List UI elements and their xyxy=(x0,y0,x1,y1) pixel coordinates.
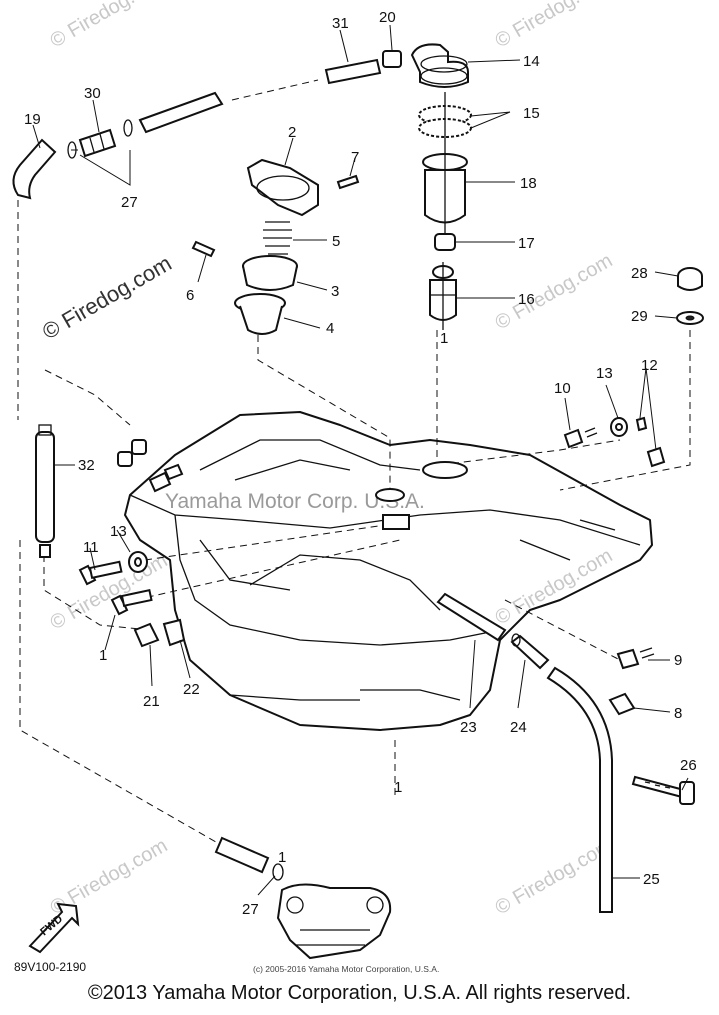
vent-hoses xyxy=(12,50,402,200)
copyright-footer: ©2013 Yamaha Motor Corporation, U.S.A. A… xyxy=(87,982,632,1004)
label-part-1-repeat: 1 xyxy=(99,647,107,664)
label-part-1-repeat: 1 xyxy=(440,330,448,347)
label-part-24: 24 xyxy=(510,719,527,736)
label-part-9: 9 xyxy=(674,652,682,669)
label-part-25: 25 xyxy=(643,871,660,888)
label-part-17: 17 xyxy=(518,235,535,252)
part-labels: 1 2 3 4 5 6 7 8 9 10 11 12 13 14 15 16 1… xyxy=(24,9,697,918)
label-part-31: 31 xyxy=(332,15,349,32)
label-part-15: 15 xyxy=(523,105,540,122)
label-part-30: 30 xyxy=(84,85,101,102)
drawing-code: 89V100-2190 xyxy=(14,960,87,974)
watermark-center: Yamaha Motor Corp. U.S.A. xyxy=(165,490,425,513)
label-part-8: 8 xyxy=(674,705,682,722)
fuel-pump-assembly xyxy=(410,43,472,330)
label-part-16: 16 xyxy=(518,291,535,308)
label-part-27: 27 xyxy=(121,194,138,211)
watermark: © Firedog.com xyxy=(492,0,617,52)
label-part-14: 14 xyxy=(523,53,540,70)
petcock-assembly: FWD xyxy=(28,836,392,960)
drain-pipe xyxy=(35,424,55,558)
watermark: © Firedog.com xyxy=(492,835,617,920)
leader-lines xyxy=(32,24,689,896)
fuel-hoses xyxy=(436,592,613,913)
label-part-22: 22 xyxy=(183,681,200,698)
filler-cap-assembly xyxy=(191,158,360,335)
fuel-tank xyxy=(124,411,653,731)
label-part-21: 21 xyxy=(143,693,160,710)
label-part-11: 11 xyxy=(83,539,99,556)
label-part-26: 26 xyxy=(680,757,697,774)
watermark: © Firedog.com xyxy=(47,550,172,635)
label-part-27-repeat: 27 xyxy=(242,901,259,918)
assembly-lines xyxy=(17,79,691,851)
label-part-13-repeat: 13 xyxy=(110,523,127,540)
label-part-6: 6 xyxy=(186,287,194,304)
watermark-bold: © Firedog.com xyxy=(38,250,176,344)
label-part-2: 2 xyxy=(288,124,296,141)
watermark: © Firedog.com xyxy=(492,250,617,335)
watermark: © Firedog.com xyxy=(47,0,172,52)
label-part-1-repeat: 1 xyxy=(278,849,286,866)
label-part-20: 20 xyxy=(379,9,396,26)
label-part-28: 28 xyxy=(631,265,648,282)
label-part-4: 4 xyxy=(326,320,334,337)
label-part-5: 5 xyxy=(332,233,340,250)
label-part-12: 12 xyxy=(641,357,658,374)
label-part-13: 13 xyxy=(596,365,613,382)
label-part-18: 18 xyxy=(520,175,537,192)
watermark: © Firedog.com xyxy=(492,545,617,630)
label-part-1: 1 xyxy=(394,779,402,796)
label-part-29: 29 xyxy=(631,308,648,325)
label-part-10: 10 xyxy=(554,380,571,397)
mount-bolts xyxy=(78,439,186,648)
label-part-23: 23 xyxy=(460,719,477,736)
label-part-19: 19 xyxy=(24,111,41,128)
label-part-7: 7 xyxy=(351,149,359,166)
fittings-right xyxy=(563,267,704,805)
small-copyright: (c) 2005-2016 Yamaha Motor Corporation, … xyxy=(253,964,440,974)
label-part-32: 32 xyxy=(78,457,95,474)
label-part-3: 3 xyxy=(331,283,339,300)
